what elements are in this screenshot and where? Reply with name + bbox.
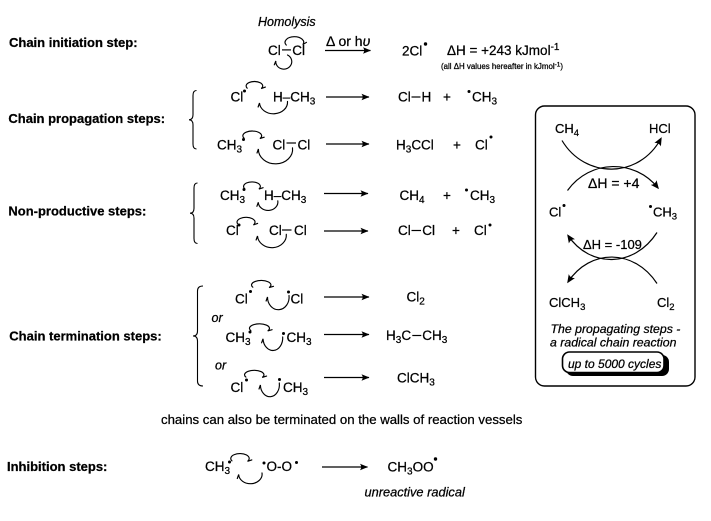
svg-text:CH3: CH3 (283, 380, 309, 398)
svg-text:+: + (452, 223, 460, 238)
svg-text:Cl: Cl (474, 223, 487, 238)
svg-text:Inhibition steps:: Inhibition steps: (7, 459, 107, 474)
svg-text:ClCH3: ClCH3 (397, 371, 435, 389)
svg-text:+: + (443, 188, 451, 203)
svg-text:H3C: H3C (386, 328, 411, 346)
svg-text:ClH: ClH (398, 90, 431, 105)
svg-text:Chain propagation steps:: Chain propagation steps: (8, 111, 165, 126)
svg-text:ΔH = +4: ΔH = +4 (588, 175, 640, 191)
svg-text:up to 5000 cycles: up to 5000 cycles (568, 357, 661, 371)
svg-text:Homolysis: Homolysis (258, 15, 316, 29)
svg-text:(all ΔH values hereafter in kJ: (all ΔH values hereafter in kJmol-1) (441, 62, 563, 72)
svg-text:Cl: Cl (231, 90, 244, 105)
svg-text:CH4: CH4 (555, 121, 579, 139)
svg-text:The propagating steps -: The propagating steps - (551, 322, 681, 336)
svg-text:CH3OO: CH3OO (388, 460, 434, 478)
svg-text:HCl: HCl (649, 121, 671, 136)
svg-text:CH3: CH3 (472, 90, 498, 108)
svg-text:or: or (215, 359, 227, 373)
svg-text:unreactive radical: unreactive radical (365, 485, 466, 500)
svg-text:O-O: O-O (267, 459, 293, 474)
svg-text:Cl: Cl (475, 138, 488, 153)
svg-text:chains can also be terminated: chains can also be terminated on the wal… (161, 412, 523, 427)
svg-text:H–CH3: H–CH3 (264, 188, 307, 206)
svg-text:Non-productive steps:: Non-productive steps: (8, 204, 146, 219)
svg-text:+: + (443, 90, 451, 105)
svg-text:Cl: Cl (549, 205, 561, 220)
svg-text:Chain initiation step:: Chain initiation step: (9, 35, 138, 50)
svg-text:ΔH = +243 kJmol-1: ΔH = +243 kJmol-1 (447, 42, 560, 58)
svg-text:CH3: CH3 (217, 138, 243, 156)
svg-text:Chain termination steps:: Chain termination steps: (9, 329, 161, 344)
svg-text:Δ or hυ: Δ or hυ (326, 33, 371, 49)
svg-text:Cl: Cl (235, 292, 248, 307)
svg-text:Cl: Cl (291, 292, 304, 307)
svg-text:CH3: CH3 (422, 328, 448, 346)
svg-text:ΔH = -109: ΔH = -109 (583, 237, 642, 252)
svg-text:CH4: CH4 (400, 188, 426, 206)
svg-text:CH3: CH3 (653, 205, 677, 223)
svg-text:CH3: CH3 (226, 330, 252, 348)
svg-text:a radical chain reaction: a radical chain reaction (550, 336, 677, 350)
svg-text:H3CCl: H3CCl (396, 138, 434, 156)
svg-text:+: + (453, 138, 461, 153)
svg-text:CH3: CH3 (470, 188, 496, 206)
svg-text:CH3: CH3 (287, 330, 313, 348)
svg-text:2Cl: 2Cl (402, 44, 422, 59)
svg-text:or: or (212, 311, 224, 325)
svg-text:Cl: Cl (226, 223, 239, 238)
svg-text:Cl: Cl (231, 380, 244, 395)
svg-text:ClCH3: ClCH3 (549, 295, 585, 313)
svg-text:CH3: CH3 (205, 459, 231, 477)
svg-text:CH3: CH3 (220, 188, 246, 206)
svg-text:H–CH3: H–CH3 (273, 90, 316, 108)
